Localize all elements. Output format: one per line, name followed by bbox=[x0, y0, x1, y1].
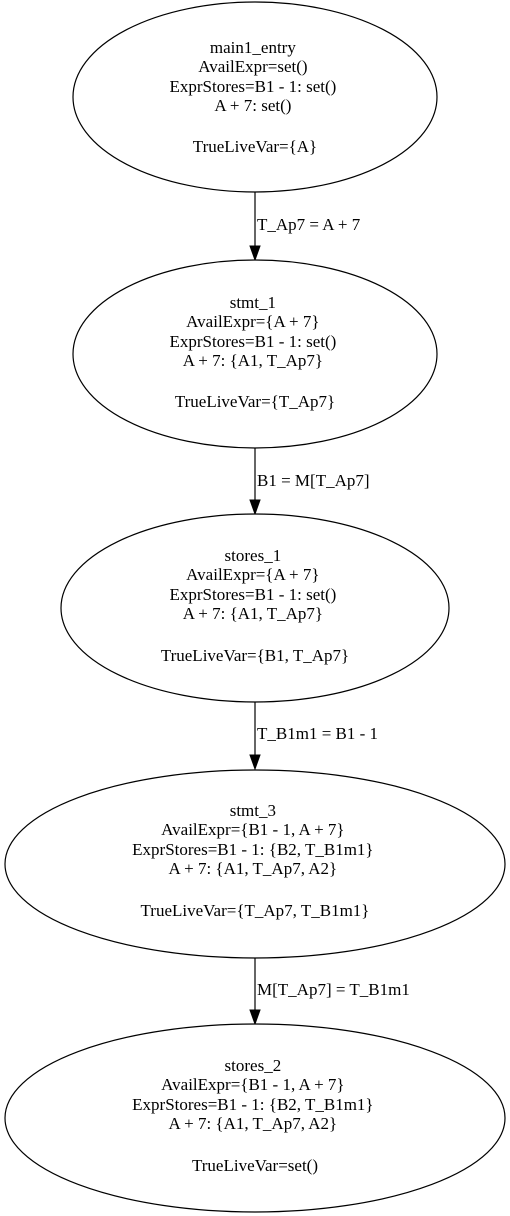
node-stores-1: stores_1 AvailExpr={A + 7} ExprStores=B1… bbox=[60, 513, 450, 703]
node-expr-stores-cont: A + 7: set() bbox=[214, 96, 291, 115]
node-expr-stores: ExprStores=B1 - 1: set() bbox=[169, 585, 336, 604]
edge-stmt-3-to-stores-2: M[T_Ap7] = T_B1m1 bbox=[249, 958, 410, 1026]
node-ellipse bbox=[4, 769, 506, 959]
node-expr-stores-cont: A + 7: {A1, T_Ap7, A2} bbox=[169, 1114, 338, 1133]
arrowhead-icon bbox=[249, 499, 261, 516]
svg-text:stores_2 AvailExpr={B1 -: stores_2 AvailExpr={B1 - 1, A + 7} ExprS… bbox=[132, 1056, 378, 1175]
node-main1-entry: main1_entry AvailExpr=set() ExprStores=B… bbox=[72, 1, 438, 193]
arrowhead-icon bbox=[249, 245, 261, 262]
node-ellipse bbox=[72, 1, 438, 193]
node-avail-expr: AvailExpr=set() bbox=[198, 57, 307, 76]
node-true-live-var: TrueLiveVar={T_Ap7, T_B1m1} bbox=[141, 901, 370, 920]
node-title: stores_2 bbox=[225, 1056, 282, 1075]
edge-label: T_Ap7 = A + 7 bbox=[257, 215, 361, 234]
node-true-live-var: TrueLiveVar={A} bbox=[193, 137, 317, 156]
node-expr-stores: ExprStores=B1 - 1: {B2, T_B1m1} bbox=[132, 1095, 373, 1114]
node-avail-expr: AvailExpr={B1 - 1, A + 7} bbox=[161, 1075, 344, 1094]
node-expr-stores-cont: A + 7: {A1, T_Ap7, A2} bbox=[169, 859, 338, 878]
svg-text:stmt_3 AvailExpr={B1 - 1: stmt_3 AvailExpr={B1 - 1, A + 7} ExprSto… bbox=[132, 801, 378, 920]
arrowhead-icon bbox=[249, 754, 261, 771]
node-avail-expr: AvailExpr={B1 - 1, A + 7} bbox=[161, 820, 344, 839]
node-stmt-3: stmt_3 AvailExpr={B1 - 1, A + 7} ExprSto… bbox=[4, 769, 506, 959]
node-ellipse bbox=[60, 513, 450, 703]
node-expr-stores: ExprStores=B1 - 1: set() bbox=[169, 332, 336, 351]
node-avail-expr: AvailExpr={A + 7} bbox=[186, 565, 319, 584]
node-title: stmt_3 bbox=[230, 801, 276, 820]
svg-text:main1_entry AvailExpr=se: main1_entry AvailExpr=set() ExprStores=B… bbox=[169, 38, 340, 156]
node-true-live-var: TrueLiveVar=set() bbox=[192, 1156, 318, 1175]
edge-label: M[T_Ap7] = T_B1m1 bbox=[257, 980, 410, 999]
svg-text:stmt_1 AvailExpr={A + 7}: stmt_1 AvailExpr={A + 7} ExprStores=B1 -… bbox=[169, 293, 340, 411]
edge-stmt-1-to-stores-1: B1 = M[T_Ap7] bbox=[249, 448, 370, 516]
edge-stores-1-to-stmt-3: T_B1m1 = B1 - 1 bbox=[249, 702, 378, 771]
node-true-live-var: TrueLiveVar={B1, T_Ap7} bbox=[161, 646, 349, 665]
node-ellipse bbox=[72, 259, 438, 449]
node-avail-expr: AvailExpr={A + 7} bbox=[186, 312, 319, 331]
node-true-live-var: TrueLiveVar={T_Ap7} bbox=[175, 392, 335, 411]
node-stores-2: stores_2 AvailExpr={B1 - 1, A + 7} ExprS… bbox=[4, 1023, 506, 1213]
node-expr-stores-cont: A + 7: {A1, T_Ap7} bbox=[183, 604, 323, 623]
edge-main1-entry-to-stmt-1: T_Ap7 = A + 7 bbox=[249, 192, 361, 262]
edge-label: B1 = M[T_Ap7] bbox=[257, 471, 370, 490]
svg-text:stores_1 AvailExpr={A +: stores_1 AvailExpr={A + 7} ExprStores=B1… bbox=[161, 546, 349, 665]
node-title: stmt_1 bbox=[230, 293, 276, 312]
node-expr-stores-cont: A + 7: {A1, T_Ap7} bbox=[183, 351, 323, 370]
arrowhead-icon bbox=[249, 1009, 261, 1026]
node-expr-stores: ExprStores=B1 - 1: {B2, T_B1m1} bbox=[132, 840, 373, 859]
node-title: stores_1 bbox=[225, 546, 282, 565]
node-expr-stores: ExprStores=B1 - 1: set() bbox=[169, 77, 336, 96]
node-title: main1_entry bbox=[210, 38, 296, 57]
node-stmt-1: stmt_1 AvailExpr={A + 7} ExprStores=B1 -… bbox=[72, 259, 438, 449]
node-ellipse bbox=[4, 1023, 506, 1213]
edge-label: T_B1m1 = B1 - 1 bbox=[257, 724, 378, 743]
